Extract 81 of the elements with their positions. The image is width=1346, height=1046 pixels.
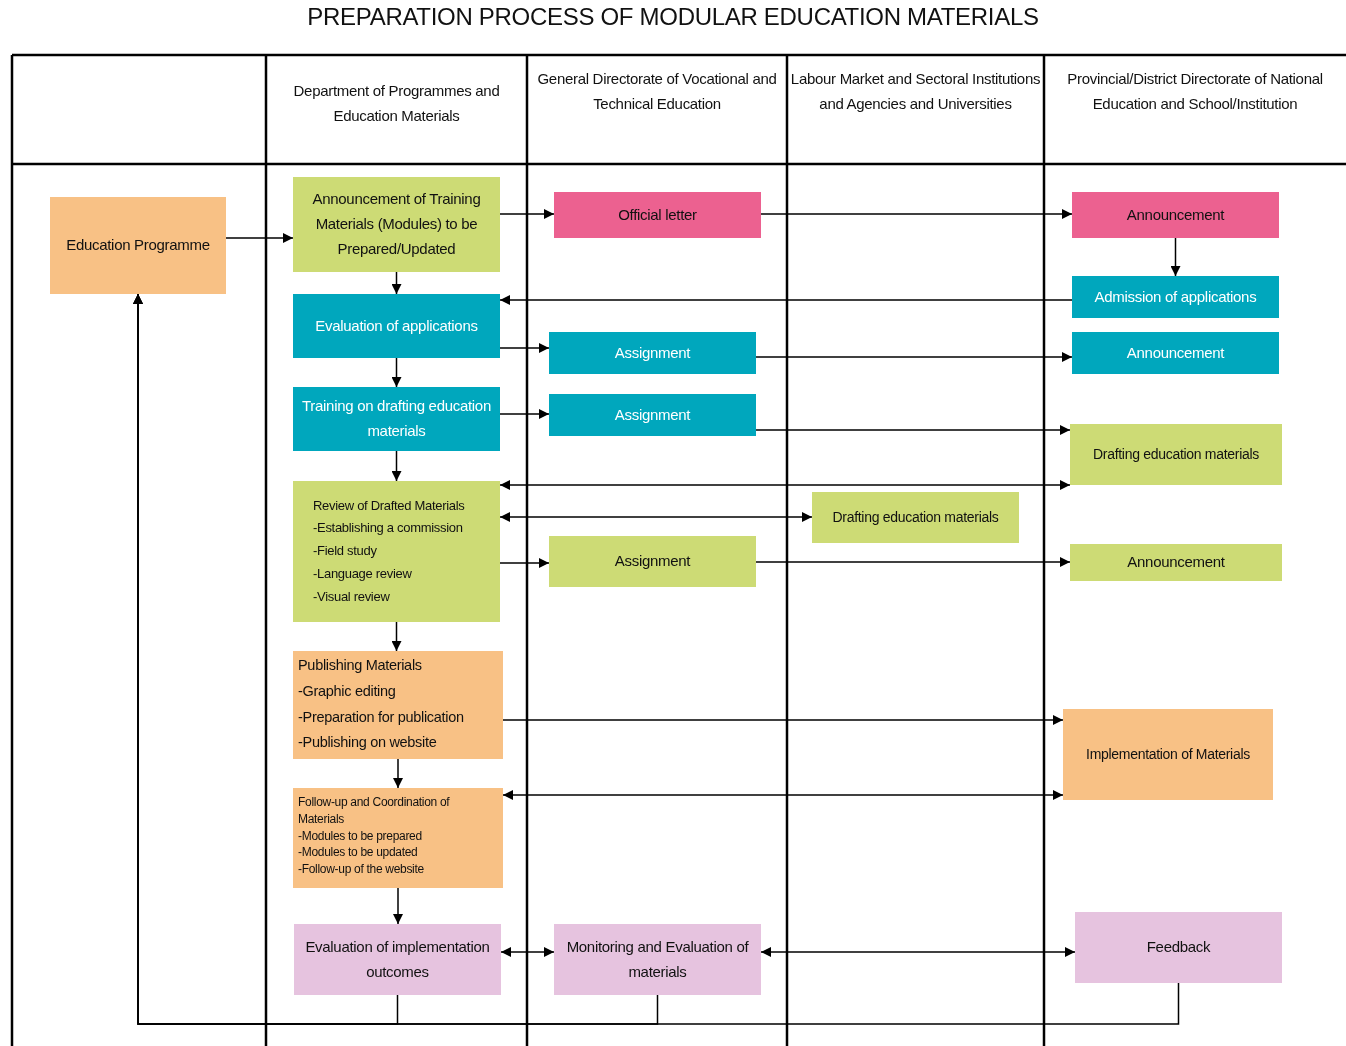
arrow <box>133 293 1180 1025</box>
arrow <box>760 209 1073 219</box>
box-text: Evaluation of applications <box>315 315 478 336</box>
arrow <box>499 409 550 419</box>
box-text: Admission of applications <box>1094 286 1257 307</box>
box-text: -Preparation for publication <box>298 707 464 727</box>
process-box <box>50 197 226 294</box>
lane-header: Provincial/District Directorate of National Education and School/Institution <box>1066 69 1324 114</box>
process-box <box>293 387 500 451</box>
process-box <box>554 192 761 238</box>
arrow <box>500 947 555 957</box>
arrow <box>755 425 1071 435</box>
process-box <box>1072 276 1279 318</box>
box-text: Official letter <box>618 204 697 225</box>
arrow <box>499 512 813 522</box>
box-text: Assignment <box>614 404 691 425</box>
box-text: -Modules to be prepared <box>298 827 422 845</box>
box-text: Drafting education materials <box>832 507 999 527</box>
arrow <box>499 558 550 568</box>
box-text: Assignment <box>614 342 691 363</box>
process-box <box>1070 544 1282 581</box>
process-box <box>1075 912 1282 983</box>
arrow <box>499 480 1071 490</box>
box-text: Follow-up and Coordination of Materials <box>298 794 451 828</box>
process-box <box>549 332 756 374</box>
arrow <box>225 233 294 243</box>
arrow <box>391 621 402 652</box>
arrow <box>1170 237 1181 277</box>
box-text: Review of Drafted Materials <box>313 496 465 515</box>
box-text: Announcement <box>1127 552 1225 573</box>
box-text: Announcement of Training Materials (Modules) to be Prepared/Updated <box>311 189 482 259</box>
box-text: Education Programme <box>66 235 210 256</box>
arrow <box>499 209 555 219</box>
box-text: -Field study <box>313 542 377 561</box>
process-box <box>293 788 503 888</box>
process-box <box>293 481 500 622</box>
arrow <box>393 758 403 789</box>
process-box <box>549 394 756 436</box>
process-box <box>294 924 501 995</box>
box-text: -Publishing on website <box>298 733 437 753</box>
box-text: Drafting education materials <box>1093 444 1259 464</box>
arrow <box>502 790 1064 800</box>
arrow <box>499 343 550 353</box>
process-box <box>1072 192 1279 238</box>
box-text: Announcement <box>1126 342 1225 363</box>
diagram-title: PREPARATION PROCESS OF MODULAR EDUCATION MATERIALS <box>307 3 1039 31</box>
arrow <box>755 352 1073 362</box>
box-text: -Graphic editing <box>298 681 396 701</box>
process-box <box>293 651 503 759</box>
process-box <box>1070 424 1282 485</box>
box-text: Training on drafting education materials <box>301 396 492 441</box>
process-box <box>293 177 500 272</box>
process-box <box>1063 709 1273 800</box>
process-box <box>549 536 756 587</box>
box-text: -Establishing a commission <box>313 519 463 538</box>
lane-header: Department of Programmes and Education Materials <box>292 81 501 126</box>
box-text: Implementation of Materials <box>1086 744 1250 764</box>
process-box <box>1072 332 1279 374</box>
arrow <box>499 295 1073 305</box>
box-text: Monitoring and Evaluation of materials <box>565 936 750 982</box>
arrow <box>760 947 1076 957</box>
box-text: Announcement <box>1126 204 1225 225</box>
arrow <box>391 450 402 482</box>
process-box <box>293 294 500 358</box>
arrow <box>391 271 402 295</box>
box-text: -Language review <box>313 564 412 583</box>
box-text: -Follow-up of the website <box>298 861 424 878</box>
box-text: Evaluation of implementation outcomes <box>304 936 491 982</box>
box-text: Assignment <box>614 551 691 572</box>
process-box <box>554 924 761 995</box>
process-box <box>812 492 1019 543</box>
lane-header: General Directorate of Vocational and Technical Education <box>536 69 778 114</box>
lane-header: Labour Market and Sectoral Institutions and Agencies and Universities <box>789 69 1042 114</box>
arrow <box>391 357 402 388</box>
box-text: -Modules to be updated <box>298 844 418 862</box>
box-text: Publishing Materials <box>298 656 422 675</box>
arrow <box>393 887 403 925</box>
box-text: -Visual review <box>313 587 390 606</box>
arrow <box>502 715 1064 725</box>
box-text: Feedback <box>1146 937 1211 958</box>
arrow <box>755 557 1071 567</box>
